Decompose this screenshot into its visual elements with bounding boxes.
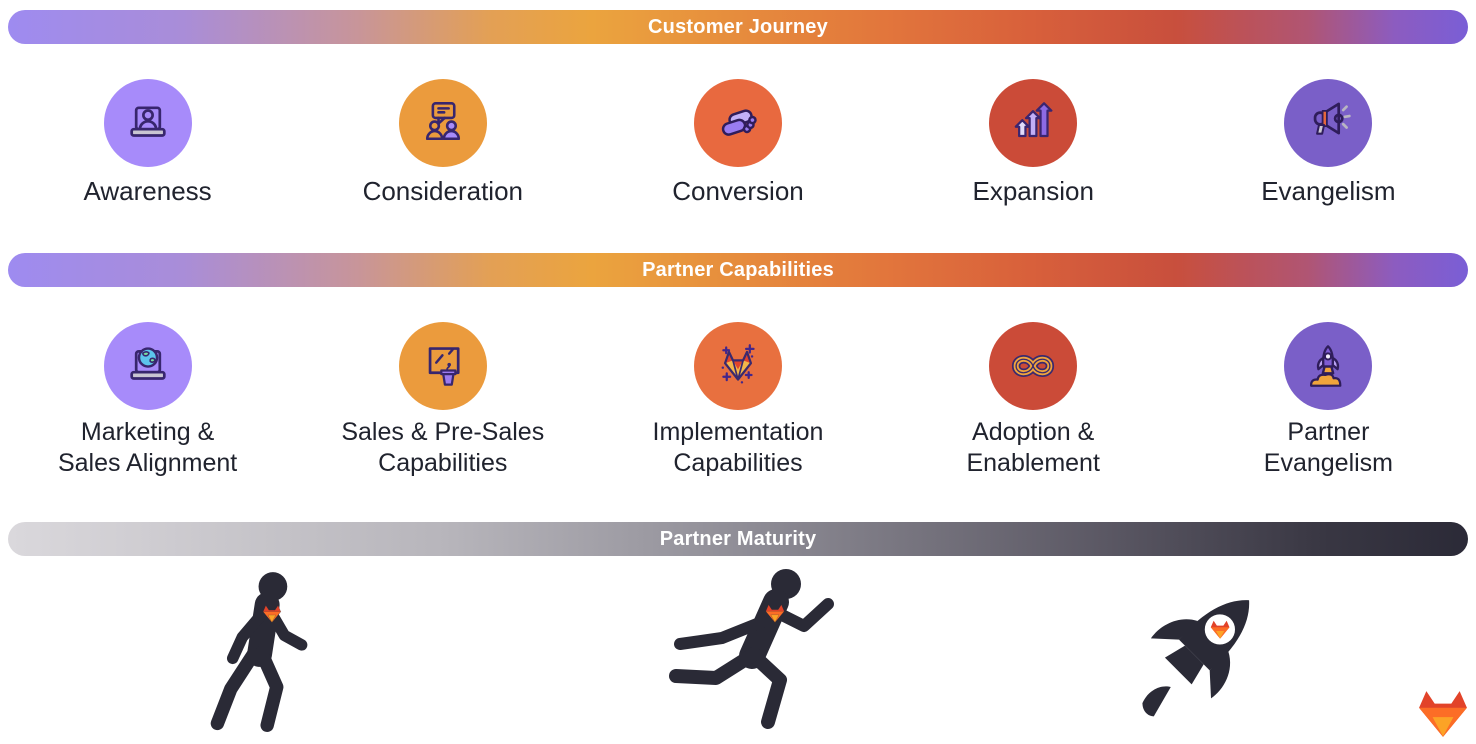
banner-partner-maturity-label: Partner Maturity <box>659 527 817 550</box>
stage-evangelism-label: Evangelism <box>1261 176 1396 206</box>
infinity-loop-icon <box>989 322 1078 410</box>
partner-capabilities-row: Marketing &Sales Alignment Sales & Pre-S… <box>0 322 1476 479</box>
customer-journey-row: Awareness Consideration <box>0 79 1476 207</box>
stage-marketing-sales-alignment: Marketing &Sales Alignment <box>0 322 295 479</box>
stage-marketing-sales-alignment-label: Marketing &Sales Alignment <box>57 418 238 477</box>
banner-customer-journey-label: Customer Journey <box>648 15 828 38</box>
stage-consideration: Consideration <box>295 79 590 207</box>
rocket-launch-icon <box>1284 322 1373 410</box>
gitlab-tanuki-logo <box>1417 689 1469 744</box>
stage-adoption-enablement-label: Adoption &Enablement <box>966 418 1100 477</box>
running-person-icon <box>658 566 858 743</box>
stage-adoption-enablement: Adoption &Enablement <box>886 322 1181 479</box>
laptop-globe-icon <box>103 322 192 410</box>
stage-expansion: Expansion <box>886 79 1181 207</box>
stage-expansion-label: Expansion <box>972 176 1094 206</box>
banner-partner-capabilities-label: Partner Capabilities <box>642 258 834 281</box>
banner-partner-capabilities: Partner Capabilities <box>8 253 1468 287</box>
stage-conversion-label: Conversion <box>672 176 804 206</box>
presentation-podium-icon <box>398 322 487 410</box>
stage-consideration-label: Consideration <box>362 176 523 206</box>
megaphone-icon <box>1284 79 1373 167</box>
stage-conversion: Conversion <box>590 79 885 207</box>
growth-arrows-icon <box>989 79 1078 167</box>
walking-person-icon <box>204 570 338 743</box>
stage-awareness-label: Awareness <box>83 176 212 206</box>
banner-customer-journey: Customer Journey <box>8 10 1468 44</box>
stage-awareness: Awareness <box>0 79 295 207</box>
stage-evangelism: Evangelism <box>1181 79 1476 207</box>
webinar-laptop-icon <box>103 79 192 167</box>
banner-partner-maturity: Partner Maturity <box>8 522 1468 556</box>
gitlab-tanuki-sparkle-icon <box>693 322 782 410</box>
rocket-ship-icon <box>1116 568 1286 744</box>
discussion-chat-icon <box>398 79 487 167</box>
handshake-icon <box>693 79 782 167</box>
